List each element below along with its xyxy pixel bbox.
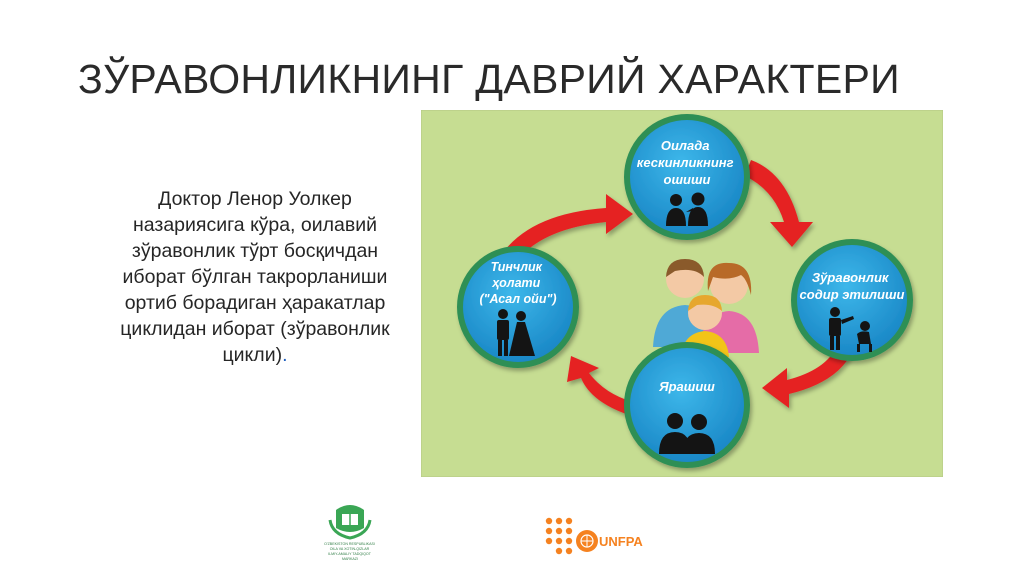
- stage-calm-line-1: Тинчлик: [491, 260, 543, 274]
- stage-violence-line-1: Зўравонлик: [812, 270, 890, 285]
- stage-violence: [791, 239, 913, 361]
- svg-text:Ярашиш: Ярашиш: [658, 379, 715, 394]
- svg-text:Оилада кескинликнинг о: Оилада кескинликнинг ошиши: [637, 138, 737, 187]
- stage-tension-line-1: Оилада: [661, 138, 710, 153]
- slide-title: ЗЎРАВОНЛИКНИНГ ДАВРИЙ ХАРАКТЕРИ: [78, 56, 900, 102]
- stage-tension-line-2: кескинликнинг: [637, 155, 734, 170]
- svg-text:Тинчлик ҳолати ("Асал: Тинчлик ҳолати ("Асал ойи"): [479, 260, 556, 306]
- violence-cycle-diagram: Оилада кескинликнинг ошиши Зўравонлик со…: [421, 110, 943, 477]
- stage-reconciliation: [624, 342, 750, 468]
- arrow-calm-to-tension: [505, 194, 633, 258]
- logo-left-line-3: ILMIY-AMALIY TADQIQOT: [328, 552, 372, 556]
- wedding-couple-icon: [497, 309, 535, 356]
- stage-calm-line-2: ҳолати: [491, 276, 540, 290]
- arrow-violence-to-reconciliation: [762, 346, 853, 408]
- unfpa-logo: UNFPA: [543, 515, 643, 565]
- unfpa-text: UNFPA: [599, 534, 643, 549]
- arrow-reconciliation-to-calm: [567, 356, 633, 415]
- stage-calm: [457, 246, 579, 368]
- institute-logo: O'ZBEKISTON RESPUBLIKASI OILA VA XOTIN-Q…: [298, 498, 403, 566]
- green-book-emblem-icon: [328, 505, 372, 540]
- stage-calm-line-3: ("Асал ойи"): [479, 292, 556, 306]
- violence-scene-icon: [829, 307, 872, 352]
- family-icon: [653, 259, 759, 357]
- logo-left-line-1: O'ZBEKISTON RESPUBLIKASI: [324, 542, 375, 546]
- description-period: .: [282, 344, 288, 366]
- reconciled-couple-icon: [659, 413, 715, 454]
- unfpa-dots-icon: [545, 517, 573, 555]
- svg-text:Зўравонлик содир этилиши: Зўравонлик содир этилиши: [800, 270, 905, 302]
- un-emblem-icon: [576, 530, 598, 552]
- stage-reconciliation-line-1: Ярашиш: [658, 379, 715, 394]
- stage-tension: [624, 114, 750, 240]
- arguing-couple-icon: [666, 192, 708, 226]
- stage-tension-line-3: ошиши: [664, 172, 711, 187]
- cycle-arrows: [505, 160, 853, 415]
- description-text: Доктор Ленор Уолкер назариясига кўра, ои…: [120, 188, 390, 366]
- logo-left-line-2: OILA VA XOTIN-QIZLAR: [330, 547, 370, 551]
- slide-description: Доктор Ленор Уолкер назариясига кўра, ои…: [100, 186, 410, 368]
- logo-left-line-4: MARKAZI: [342, 557, 358, 561]
- stage-violence-line-2: содир этилиши: [800, 287, 905, 302]
- svg-text:O'ZBEKISTON RESPUBLIKASI: O'ZBEKISTON RESPUBLIKASI OILA VA XOTIN-Q…: [324, 542, 376, 561]
- arrow-tension-to-violence: [745, 160, 813, 247]
